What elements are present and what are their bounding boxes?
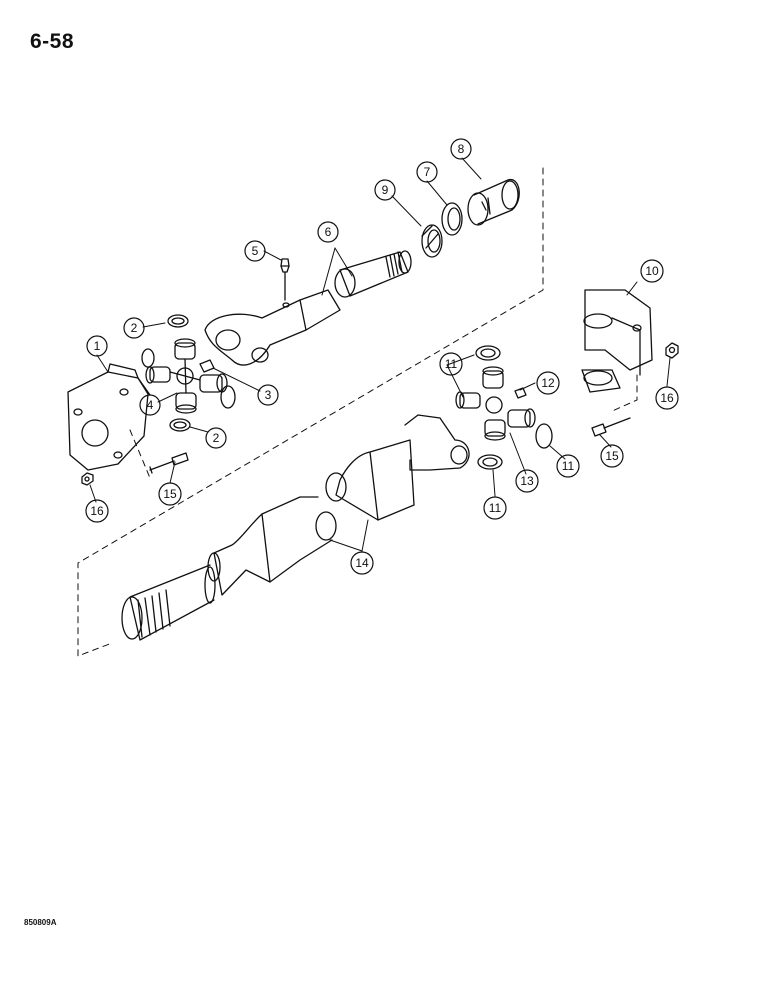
snap-ring-part-11-right <box>535 423 553 449</box>
nut-part-16-right <box>665 342 679 359</box>
callout-16-left: 16 <box>90 504 104 518</box>
callout-14: 14 <box>355 556 369 570</box>
callout-13: 13 <box>520 474 534 488</box>
figure-code: 850809A <box>24 918 57 927</box>
snap-ring-part-2-left <box>141 348 155 368</box>
sleeve-part-8 <box>467 179 520 226</box>
callout-12: 12 <box>541 376 555 390</box>
grease-fitting-part-12 <box>514 387 527 399</box>
callout-7: 7 <box>424 165 431 179</box>
callout-9: 9 <box>382 183 389 197</box>
callout-5: 5 <box>252 244 259 258</box>
page-number: 6-58 <box>30 30 75 53</box>
bolt-part-15-right <box>591 417 631 437</box>
callout-11-top: 11 <box>445 357 458 371</box>
callout-2-top: 2 <box>131 321 138 335</box>
snap-ring-part-2-bottom <box>169 418 191 432</box>
grease-fitting-part-3 <box>199 359 215 373</box>
callout-8: 8 <box>458 142 465 156</box>
front-yoke-tube-part-6 <box>204 250 412 366</box>
callout-labels: 1 2 2 3 4 5 6 7 8 9 10 11 11 11 12 13 14… <box>90 142 674 570</box>
bearing-seal-part-9 <box>421 224 443 258</box>
bolt-part-15-left <box>149 452 189 474</box>
callout-15-right: 15 <box>605 449 619 463</box>
snap-ring-part-11-top <box>475 345 501 361</box>
callout-11-bottom: 11 <box>489 501 502 515</box>
callout-6: 6 <box>325 225 332 239</box>
callout-circles <box>85 138 679 575</box>
callout-11-right: 11 <box>562 459 575 473</box>
rear-shaft-part-14 <box>121 414 470 641</box>
callout-15-left: 15 <box>163 487 177 501</box>
pillow-block-part-10 <box>581 289 653 393</box>
callout-10: 10 <box>645 264 659 278</box>
grease-fitting-part-5 <box>280 258 290 301</box>
nut-part-16-left <box>81 472 94 486</box>
universal-joint-cross-part-13 <box>455 366 536 441</box>
flange-mount-part-1 <box>67 363 151 471</box>
callout-1: 1 <box>94 339 101 353</box>
snap-ring-part-11-bottom <box>477 454 503 470</box>
callout-4: 4 <box>147 398 154 412</box>
snap-ring-part-2-top <box>167 314 189 328</box>
callout-3: 3 <box>265 388 272 402</box>
seal-ring-part-7 <box>441 202 463 236</box>
leader-lines <box>89 157 671 552</box>
assembly-guide-lines <box>77 167 638 657</box>
callout-16-right: 16 <box>660 391 674 405</box>
snap-ring-part-2-right <box>220 385 236 409</box>
callout-2-bottom: 2 <box>213 431 220 445</box>
